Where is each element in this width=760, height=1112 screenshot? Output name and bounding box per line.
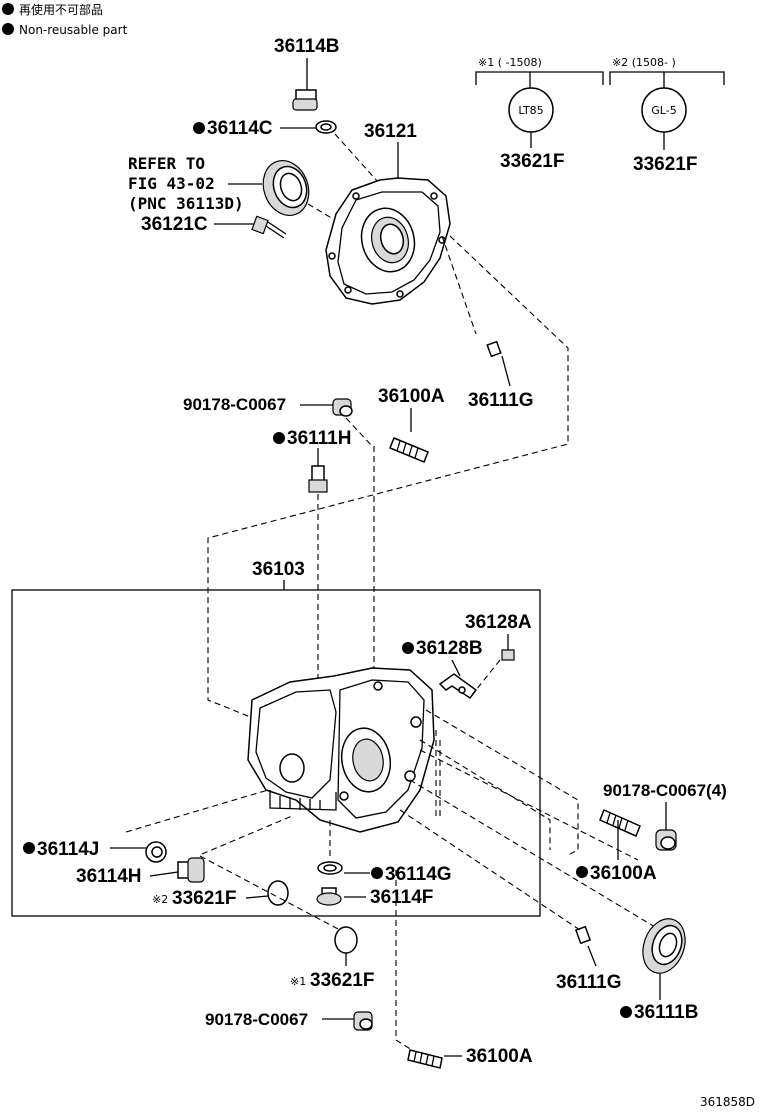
ref-line-3: (PNC 36113D): [128, 194, 244, 213]
label-36114G: 36114G: [385, 864, 452, 885]
assembly-frame: [11, 589, 541, 917]
note-2: ※2 (1508- ) GL-5 33621F: [609, 56, 725, 175]
label-36111G-top: 36111G: [468, 390, 534, 411]
label-90178-bottom: 90178-C0067: [205, 1010, 308, 1029]
label-36114B: 36114B: [274, 36, 340, 57]
label-36128B: 36128B: [416, 638, 483, 659]
dowel-pin-36111G-bottom: [574, 925, 592, 945]
note-1: ※1 ( -1508) LT85 33621F: [475, 56, 604, 172]
label-36114C: 36114C: [207, 118, 273, 139]
mark-1: ※1: [290, 975, 306, 988]
label-36111G-bottom: 36111G: [556, 972, 622, 993]
figure-id: 361858D: [700, 1095, 755, 1109]
transfer-case-36103: [247, 667, 435, 833]
label-36114J: 36114J: [37, 839, 99, 860]
bottom-fasteners: ※1 33621F 90178-C0067 36100A: [199, 855, 533, 1069]
label-33621F-1: 33621F: [310, 970, 374, 991]
non-reusable-dot-icon: [2, 23, 14, 35]
label-36111B: 36111B: [634, 1002, 698, 1023]
label-36100A-mid: 36100A: [590, 863, 657, 884]
transfer-case-box: 36103 36128A 36128B: [11, 559, 541, 917]
label-36111H: 36111H: [287, 428, 351, 449]
bracket-36128B: [438, 673, 478, 700]
ref-line-2: FIG 43-02: [128, 174, 215, 193]
legend-jp: 再使用不可部品: [19, 2, 103, 17]
non-reusable-dot-icon: [371, 867, 383, 879]
legend-en: Non-reusable part: [19, 23, 128, 37]
label-90178-top: 90178-C0067: [183, 395, 286, 414]
sealant-33621F-2: [267, 880, 289, 906]
note-1-circle-text: LT85: [518, 104, 543, 117]
non-reusable-dot-icon: [576, 866, 588, 878]
dowel-pin-36111G: [486, 340, 502, 358]
label-36114F: 36114F: [370, 887, 433, 908]
stud-36100A-bottom: [407, 1049, 443, 1069]
sealant-33621F-1: [334, 926, 358, 954]
ref-line-1: REFER TO: [128, 154, 205, 173]
middle-fasteners: 90178-C0067 36100A 36111H: [183, 386, 445, 700]
bolt-36121C: [251, 215, 287, 239]
mark-2: ※2: [152, 893, 168, 906]
non-reusable-dot-icon: [193, 122, 205, 134]
note-1-header: ※1 ( -1508): [478, 56, 542, 69]
right-fasteners: 90178-C0067(4) 36100A 36111G 36111B: [399, 709, 727, 1023]
extension-housing-36121: [325, 177, 451, 305]
oil-seal-ref: [262, 160, 310, 216]
label-36100A-top: 36100A: [378, 386, 445, 407]
label-36128A: 36128A: [465, 612, 532, 633]
non-reusable-dot-icon: [2, 3, 14, 15]
non-reusable-dot-icon: [23, 842, 35, 854]
upper-assembly: 36114B 36114C 36121 REFER TO FIG 43-02 (…: [128, 36, 569, 721]
label-36121C: 36121C: [141, 214, 208, 235]
plug-36114F: [316, 887, 342, 906]
oil-seal-36111B: [642, 918, 686, 974]
note-2-circle-text: GL-5: [651, 104, 676, 117]
note-2-part: 33621F: [633, 154, 697, 175]
note-1-part: 33621F: [500, 151, 564, 172]
label-33621F-2: 33621F: [172, 888, 236, 909]
non-reusable-dot-icon: [273, 432, 285, 444]
non-reusable-dot-icon: [620, 1006, 632, 1018]
nut-90178-top: [332, 398, 353, 417]
stud-36100A-mid: [599, 808, 641, 838]
sensor-36111H: [308, 465, 328, 493]
plug-36114H: [177, 857, 205, 883]
label-36121: 36121: [364, 121, 417, 142]
label-36103: 36103: [252, 559, 305, 580]
label-36100A-bottom: 36100A: [466, 1046, 533, 1067]
legend: 再使用不可部品 Non-reusable part: [2, 2, 128, 37]
nut-90178-4: [655, 829, 677, 851]
gasket-36114J: [145, 841, 167, 863]
plug-36114B: [292, 89, 318, 111]
non-reusable-dot-icon: [402, 642, 414, 654]
label-90178-4: 90178-C0067(4): [603, 781, 727, 800]
label-36114H: 36114H: [76, 866, 142, 887]
nut-90178-bottom: [353, 1011, 373, 1031]
stud-36100A-top: [389, 437, 429, 463]
bolt-36128A: [501, 649, 515, 661]
note-2-header: ※2 (1508- ): [612, 56, 676, 69]
